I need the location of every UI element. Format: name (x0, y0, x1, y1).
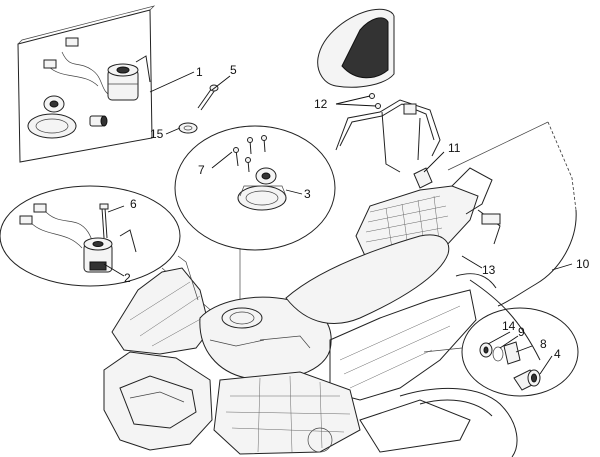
connector-d (19, 215, 33, 225)
rack-screw-b (375, 103, 381, 109)
lock-washer (479, 342, 493, 358)
callout-1: 1 (196, 65, 203, 79)
bike-seat (285, 234, 450, 324)
front-sprocket (307, 427, 333, 453)
callout-9: 9 (518, 325, 525, 339)
ignition-switch-key (119, 229, 137, 253)
headlight (119, 375, 197, 429)
lock-clip (492, 346, 504, 362)
seat-lock-detail-circle (423, 307, 579, 397)
rear-wheel (399, 388, 518, 457)
callout-4: 4 (554, 347, 561, 361)
tank-filler-cap (221, 307, 263, 329)
connector-b (43, 59, 57, 69)
swingarm (359, 399, 471, 453)
latch-bracket (413, 167, 433, 189)
callout-11: 11 (448, 141, 461, 155)
seat-release-cable (447, 121, 577, 307)
callout-3: 3 (304, 187, 311, 201)
ignition-kit-panel (17, 5, 156, 163)
motorcycle-body (103, 234, 541, 457)
fuel-cap (27, 95, 77, 139)
rack-bracket (403, 103, 417, 115)
connector-c (33, 203, 47, 213)
callout-14: 14 (502, 319, 516, 333)
leader-lines (103, 71, 573, 375)
callout-10: 10 (576, 257, 590, 271)
callout-2: 2 (124, 271, 131, 285)
callout-15: 15 (150, 127, 164, 141)
callout-7: 7 (198, 163, 205, 177)
callout-8: 8 (540, 337, 547, 351)
rack-screw-a (369, 93, 375, 99)
key-stem (197, 84, 219, 111)
callout-5: 5 (230, 63, 237, 77)
seat (317, 8, 395, 88)
gasket (178, 122, 198, 134)
lock-barrel (89, 115, 108, 127)
callout-labels: 1 2 3 4 5 6 7 8 9 10 11 12 13 14 15 (124, 63, 590, 361)
ignition-lock-body (107, 63, 139, 101)
rear-rack (335, 93, 441, 173)
tail-light (481, 213, 501, 225)
ignition-switch (83, 237, 113, 273)
callout-13: 13 (482, 263, 496, 277)
shear-bolt (99, 203, 109, 239)
connector-a (65, 37, 79, 47)
seat-lock-cylinder (513, 369, 541, 391)
fuel-cap-screws (233, 135, 267, 173)
front-fairing (103, 351, 213, 451)
callout-6: 6 (130, 197, 137, 211)
callout-12: 12 (314, 97, 328, 111)
lock-plate (503, 341, 521, 365)
ignition-key (135, 55, 151, 83)
windscreen (111, 267, 211, 355)
fuel-cap-assembly (237, 167, 287, 211)
